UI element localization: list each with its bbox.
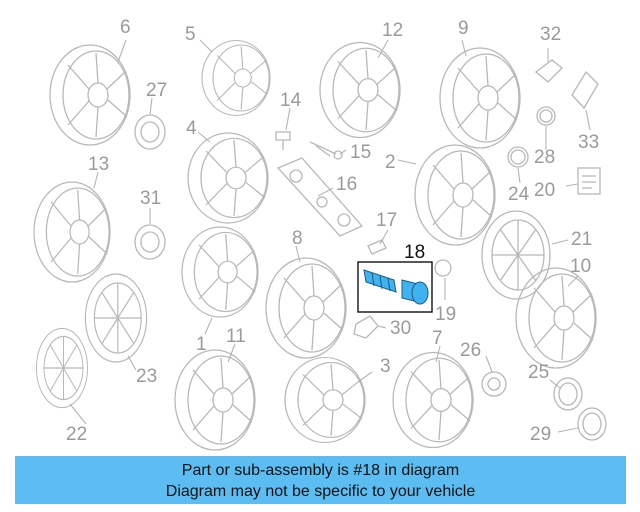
sensor-kit-16 bbox=[276, 157, 364, 237]
wheel-1 bbox=[181, 226, 259, 318]
callout-16: 16 bbox=[336, 174, 357, 195]
callout-3: 3 bbox=[380, 356, 391, 377]
banner-line-2: Diagram may not be specific to your vehi… bbox=[165, 483, 476, 500]
wheel-cover-22 bbox=[35, 327, 89, 409]
callout-6: 6 bbox=[120, 17, 131, 38]
callout-33: 33 bbox=[578, 132, 599, 153]
callout-labels: 6 5 12 9 32 27 14 4 33 15 28 2 13 16 24 … bbox=[66, 17, 599, 445]
emblem-32 bbox=[534, 59, 563, 83]
callout-31: 31 bbox=[140, 188, 161, 209]
callout-24: 24 bbox=[508, 184, 530, 205]
callout-26: 26 bbox=[460, 340, 481, 361]
wheel-2 bbox=[414, 144, 496, 246]
wheel-cover-23 bbox=[84, 273, 148, 363]
leader-lines bbox=[69, 39, 591, 433]
locking-bolt-kit-18 bbox=[357, 261, 433, 313]
callout-18: 18 bbox=[404, 242, 425, 263]
callout-10: 10 bbox=[570, 256, 591, 277]
wheel-12 bbox=[319, 41, 401, 139]
wheel-11 bbox=[174, 349, 256, 451]
callout-32: 32 bbox=[540, 24, 561, 45]
callout-13: 13 bbox=[88, 154, 109, 175]
callout-19: 19 bbox=[435, 304, 456, 325]
callout-29: 29 bbox=[530, 424, 551, 445]
callout-8: 8 bbox=[292, 228, 303, 249]
bolt-17 bbox=[367, 239, 387, 255]
wheel-4 bbox=[187, 132, 269, 224]
callout-2: 2 bbox=[385, 152, 396, 173]
wheel-3 bbox=[284, 356, 366, 444]
callout-14: 14 bbox=[280, 90, 302, 111]
label-20 bbox=[577, 167, 601, 195]
callout-17: 17 bbox=[376, 210, 397, 231]
info-banner: Part or sub-assembly is #18 in diagram D… bbox=[15, 456, 626, 504]
wheel-9 bbox=[439, 47, 521, 149]
emblem-24 bbox=[507, 146, 529, 168]
callout-21: 21 bbox=[571, 229, 592, 250]
nut-30 bbox=[353, 315, 379, 339]
emblem-33 bbox=[571, 70, 599, 110]
callout-5: 5 bbox=[185, 24, 196, 45]
center-cap-31 bbox=[134, 224, 166, 260]
wheel-cover-21 bbox=[481, 210, 551, 300]
ring-29 bbox=[577, 407, 607, 441]
callout-1: 1 bbox=[196, 334, 207, 355]
callout-11: 11 bbox=[226, 326, 246, 347]
wheel-10 bbox=[515, 267, 597, 369]
callout-12: 12 bbox=[382, 20, 403, 41]
bolt-14 bbox=[275, 131, 291, 150]
callout-23: 23 bbox=[136, 366, 157, 387]
callout-15: 15 bbox=[350, 142, 371, 163]
parts-diagram: 6 5 12 9 32 27 14 4 33 15 28 2 13 16 24 … bbox=[33, 17, 607, 451]
nut-26 bbox=[481, 371, 507, 397]
banner-line-1: Part or sub-assembly is #18 in diagram bbox=[181, 462, 460, 479]
wheel-6 bbox=[49, 44, 131, 146]
emblem-28 bbox=[536, 106, 556, 126]
callout-20: 20 bbox=[534, 180, 555, 201]
callout-27: 27 bbox=[146, 80, 167, 101]
callout-7: 7 bbox=[432, 328, 443, 349]
callout-22: 22 bbox=[66, 424, 87, 445]
callout-4: 4 bbox=[186, 118, 197, 139]
wheel-7 bbox=[392, 351, 474, 449]
callout-30: 30 bbox=[390, 318, 411, 339]
wheel-8 bbox=[265, 257, 347, 359]
callout-28: 28 bbox=[534, 147, 555, 168]
valve-15 bbox=[309, 141, 343, 160]
wheel-13 bbox=[33, 181, 111, 283]
ring-25 bbox=[553, 377, 583, 411]
nut-19 bbox=[434, 259, 452, 277]
center-cap-27 bbox=[134, 114, 166, 150]
callout-9: 9 bbox=[458, 18, 469, 39]
callout-25: 25 bbox=[528, 362, 549, 383]
